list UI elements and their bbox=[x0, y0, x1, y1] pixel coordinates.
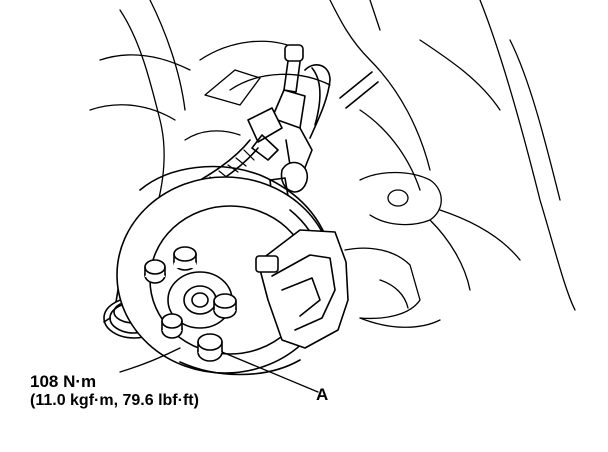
wheel-studs bbox=[144, 246, 237, 362]
torque-spec-value: 108 N·m bbox=[30, 372, 97, 391]
brake-caliper bbox=[255, 229, 349, 349]
leader-line-a bbox=[221, 351, 319, 393]
part-label-a: A bbox=[316, 385, 329, 404]
brake-hose-clamp bbox=[247, 44, 379, 199]
leader-line-torque bbox=[119, 347, 181, 373]
suspension-background bbox=[89, 0, 576, 328]
torque-spec-conversion: (11.0 kgf·m, 79.6 lbf·ft) bbox=[30, 392, 199, 409]
